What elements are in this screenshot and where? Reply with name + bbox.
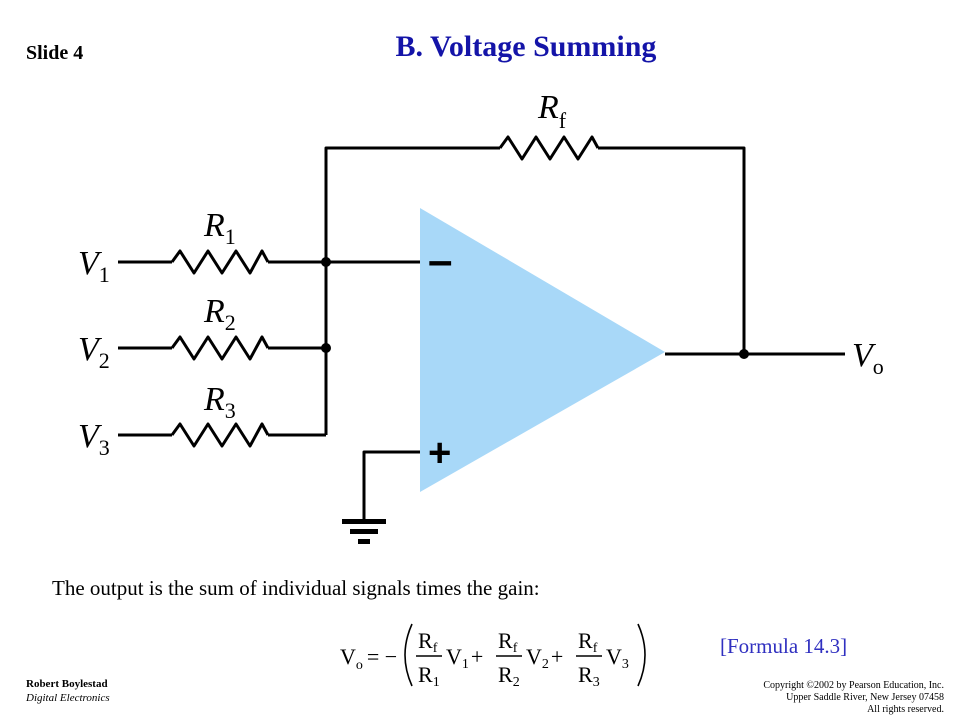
slide-number: Slide 4 [26, 42, 84, 64]
slide-title: B. Voltage Summing [395, 30, 657, 63]
caption-text: The output is the sum of individual sign… [52, 576, 540, 600]
r1-resistor [170, 249, 270, 275]
noninverting-input-sign: + [428, 431, 451, 475]
junction-dot [321, 343, 331, 353]
book-title: Digital Electronics [26, 692, 110, 704]
author-name: Robert Boylestad [26, 678, 108, 690]
term1-denominator: R1 [418, 662, 440, 690]
summing-formula: Vo= − Rf R1 V1+ Rf R2 V2+ Rf R3 V3 [340, 623, 646, 690]
ground-wire [362, 450, 420, 520]
junction-dot [739, 349, 749, 359]
term2-numerator: Rf [498, 628, 518, 656]
rf-resistor [498, 135, 600, 161]
feedback-wire-left [324, 146, 500, 435]
term3-denominator: R3 [578, 662, 600, 690]
left-parenthesis [404, 623, 413, 687]
term1-voltage: V1+ [446, 644, 483, 672]
junction-dot [321, 257, 331, 267]
right-parenthesis [637, 623, 646, 687]
ground-symbol [342, 519, 386, 544]
r3-resistor [170, 422, 270, 448]
copyright-line: Copyright ©2002 by Pearson Education, In… [763, 680, 944, 691]
r3-label: R3 [203, 381, 236, 423]
formula-lhs: Vo= − [340, 644, 397, 673]
term3-numerator: Rf [578, 628, 598, 656]
v1-label: V1 [78, 245, 110, 287]
inverting-input-sign: – [428, 236, 452, 285]
r2-resistor [170, 335, 270, 361]
v2-label: V2 [78, 331, 110, 373]
r2-label: R2 [203, 293, 236, 335]
copyright-line: Upper Saddle River, New Jersey 07458 [786, 692, 944, 703]
summing-amplifier-diagram: – + Rf R1 R2 R3 V1 V2 V3 Vo [78, 89, 884, 544]
term2-voltage: V2+ [526, 644, 563, 672]
vo-label: Vo [852, 337, 884, 379]
formula-reference: [Formula 14.3] [720, 634, 848, 658]
feedback-wire-right [598, 146, 746, 354]
r1-label: R1 [203, 207, 236, 249]
copyright-notice: Copyright ©2002 by Pearson Education, In… [763, 680, 944, 716]
term2-denominator: R2 [498, 662, 520, 690]
term3-voltage: V3 [606, 644, 629, 672]
op-amp-triangle [420, 208, 665, 492]
term1-numerator: Rf [418, 628, 438, 656]
v3-label: V3 [78, 418, 110, 460]
copyright-line: All rights reserved. [867, 704, 944, 715]
rf-label: Rf [537, 89, 567, 133]
